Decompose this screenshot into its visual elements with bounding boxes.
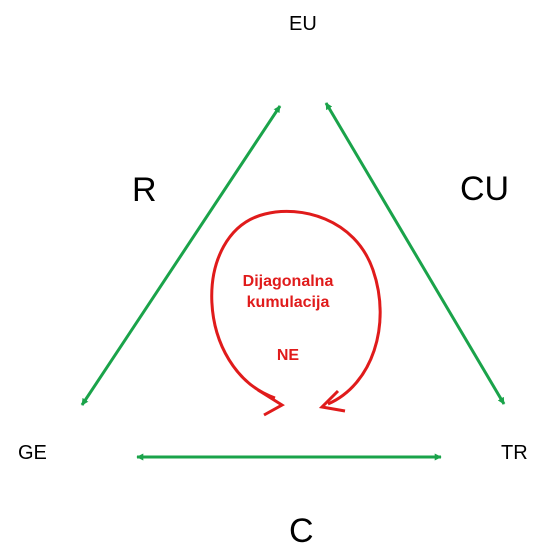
cumulation-loop-arrow <box>210 209 382 406</box>
edge-label-r: R <box>132 171 157 209</box>
loop-arrowhead-left <box>257 388 285 417</box>
node-eu: EU <box>289 13 317 35</box>
edge-eu-tr-arrow <box>324 102 506 405</box>
center-status: NE <box>276 347 300 364</box>
edge-label-c: C <box>289 512 314 550</box>
node-ge: GE <box>18 442 47 464</box>
loop-arrowhead-right <box>318 389 346 413</box>
center-label-line2: kumulacija <box>246 293 330 311</box>
node-tr: TR <box>501 442 528 464</box>
edge-label-cu: CU <box>460 170 510 208</box>
center-label-line1: Dijagonalna <box>242 273 334 290</box>
edge-ge-eu-arrow <box>80 105 282 406</box>
center-label: Dijagonalna kumulacija <box>228 272 348 314</box>
